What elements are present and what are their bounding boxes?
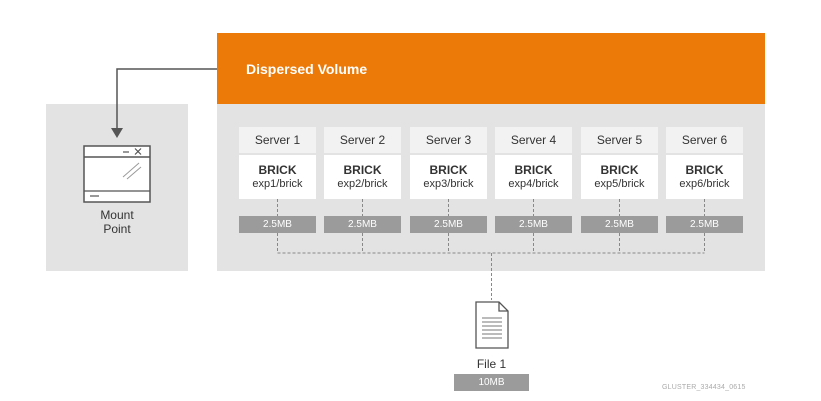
file-size-badge: 10MB bbox=[454, 374, 529, 391]
document-icon bbox=[475, 301, 509, 349]
brick-box: BRICK exp2/brick bbox=[324, 155, 401, 199]
brick-title: BRICK bbox=[600, 163, 639, 177]
brick-box: BRICK exp1/brick bbox=[239, 155, 316, 199]
brick-box: BRICK exp5/brick bbox=[581, 155, 658, 199]
volume-title: Dispersed Volume bbox=[246, 61, 368, 77]
brick-box: BRICK exp6/brick bbox=[666, 155, 743, 199]
server-card: Server 1 BRICK exp1/brick bbox=[239, 127, 316, 199]
mount-arrow-line bbox=[116, 68, 217, 130]
volume-header bbox=[217, 33, 765, 104]
mount-arrow-head bbox=[111, 128, 123, 138]
chunk-size-badge: 2.5MB bbox=[495, 216, 572, 233]
server-card: Server 3 BRICK exp3/brick bbox=[410, 127, 487, 199]
server-name: Server 3 bbox=[410, 127, 487, 153]
brick-title: BRICK bbox=[685, 163, 724, 177]
brick-path: exp2/brick bbox=[337, 178, 388, 190]
brick-title: BRICK bbox=[514, 163, 553, 177]
brick-path: exp1/brick bbox=[252, 178, 303, 190]
brick-path: exp3/brick bbox=[423, 178, 474, 190]
chunk-size-badge: 2.5MB bbox=[410, 216, 487, 233]
server-card: Server 6 BRICK exp6/brick bbox=[666, 127, 743, 199]
brick-box: BRICK exp4/brick bbox=[495, 155, 572, 199]
server-name: Server 1 bbox=[239, 127, 316, 153]
server-name: Server 4 bbox=[495, 127, 572, 153]
chunk-size-badge: 2.5MB bbox=[581, 216, 658, 233]
file-label: File 1 bbox=[476, 357, 507, 371]
chunk-size-badge: 2.5MB bbox=[239, 216, 316, 233]
brick-path: exp4/brick bbox=[508, 178, 559, 190]
mount-point-label: Mount Point bbox=[100, 208, 134, 236]
brick-title: BRICK bbox=[258, 163, 297, 177]
brick-path: exp5/brick bbox=[594, 178, 645, 190]
window-icon bbox=[83, 145, 151, 203]
server-card: Server 4 BRICK exp4/brick bbox=[495, 127, 572, 199]
brick-box: BRICK exp3/brick bbox=[410, 155, 487, 199]
server-name: Server 6 bbox=[666, 127, 743, 153]
server-card: Server 5 BRICK exp5/brick bbox=[581, 127, 658, 199]
server-name: Server 5 bbox=[581, 127, 658, 153]
server-card: Server 2 BRICK exp2/brick bbox=[324, 127, 401, 199]
brick-title: BRICK bbox=[429, 163, 468, 177]
figure-id: GLUSTER_334434_0615 bbox=[662, 384, 746, 391]
brick-path: exp6/brick bbox=[679, 178, 730, 190]
chunk-size-badge: 2.5MB bbox=[324, 216, 401, 233]
chunk-size-badge: 2.5MB bbox=[666, 216, 743, 233]
brick-title: BRICK bbox=[343, 163, 382, 177]
server-name: Server 2 bbox=[324, 127, 401, 153]
